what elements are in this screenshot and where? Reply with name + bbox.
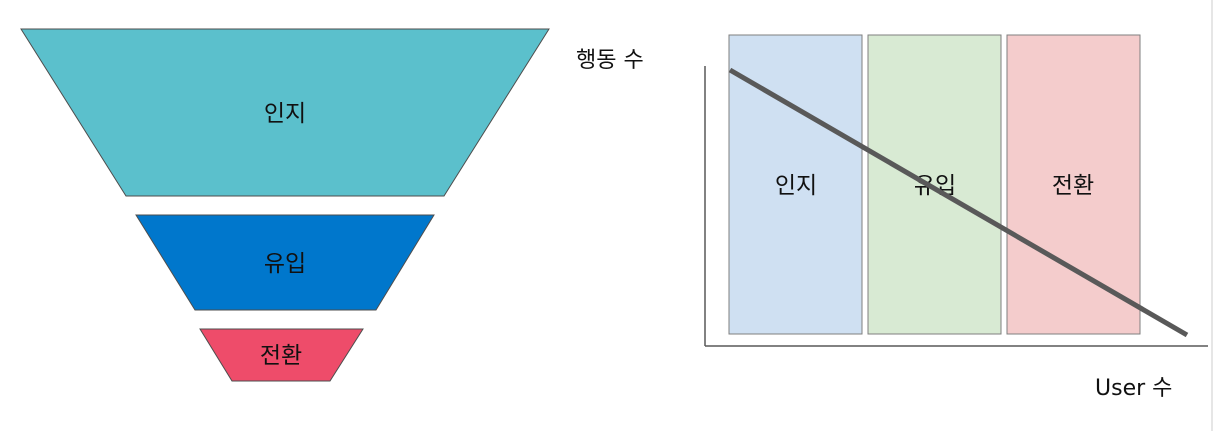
funnel-stage-inflow-shape [135, 214, 435, 311]
funnel-stage-awareness-shape [20, 28, 550, 197]
stage-column-awareness: 인지 [728, 34, 863, 335]
stage-column-inflow: 유입 [867, 34, 1002, 335]
funnel-stage-conversion-shape [199, 328, 364, 382]
stage-column-conversion: 전환 [1006, 34, 1141, 335]
stage-column-inflow-box [867, 34, 1002, 335]
stage-columns: 인지 유입 전환 [728, 34, 1141, 335]
stage-column-awareness-box [728, 34, 863, 335]
trend-line [728, 67, 1189, 338]
x-axis-label: User 수 [1095, 376, 1172, 401]
funnel-stage-conversion: 전환 [199, 328, 364, 382]
funnel-stage-inflow: 유입 [135, 214, 435, 311]
funnel-stage-inflow-label: 유입 [264, 251, 306, 277]
y-axis-label: 행동 수 [576, 48, 644, 73]
stage-chart: 행동 수 인지 유입 전환 User 수 [576, 34, 1208, 401]
funnel-diagram: 인지 유입 전환 [20, 28, 550, 382]
funnel-stage-awareness: 인지 [20, 28, 550, 197]
stage-column-awareness-label: 인지 [775, 173, 817, 199]
page-edge-divider [1211, 0, 1213, 431]
funnel-stage-awareness-label: 인지 [264, 101, 306, 127]
funnel-stage-conversion-label: 전환 [260, 343, 302, 369]
stage-column-conversion-label: 전환 [1052, 173, 1094, 199]
stage-column-conversion-box [1006, 34, 1141, 335]
